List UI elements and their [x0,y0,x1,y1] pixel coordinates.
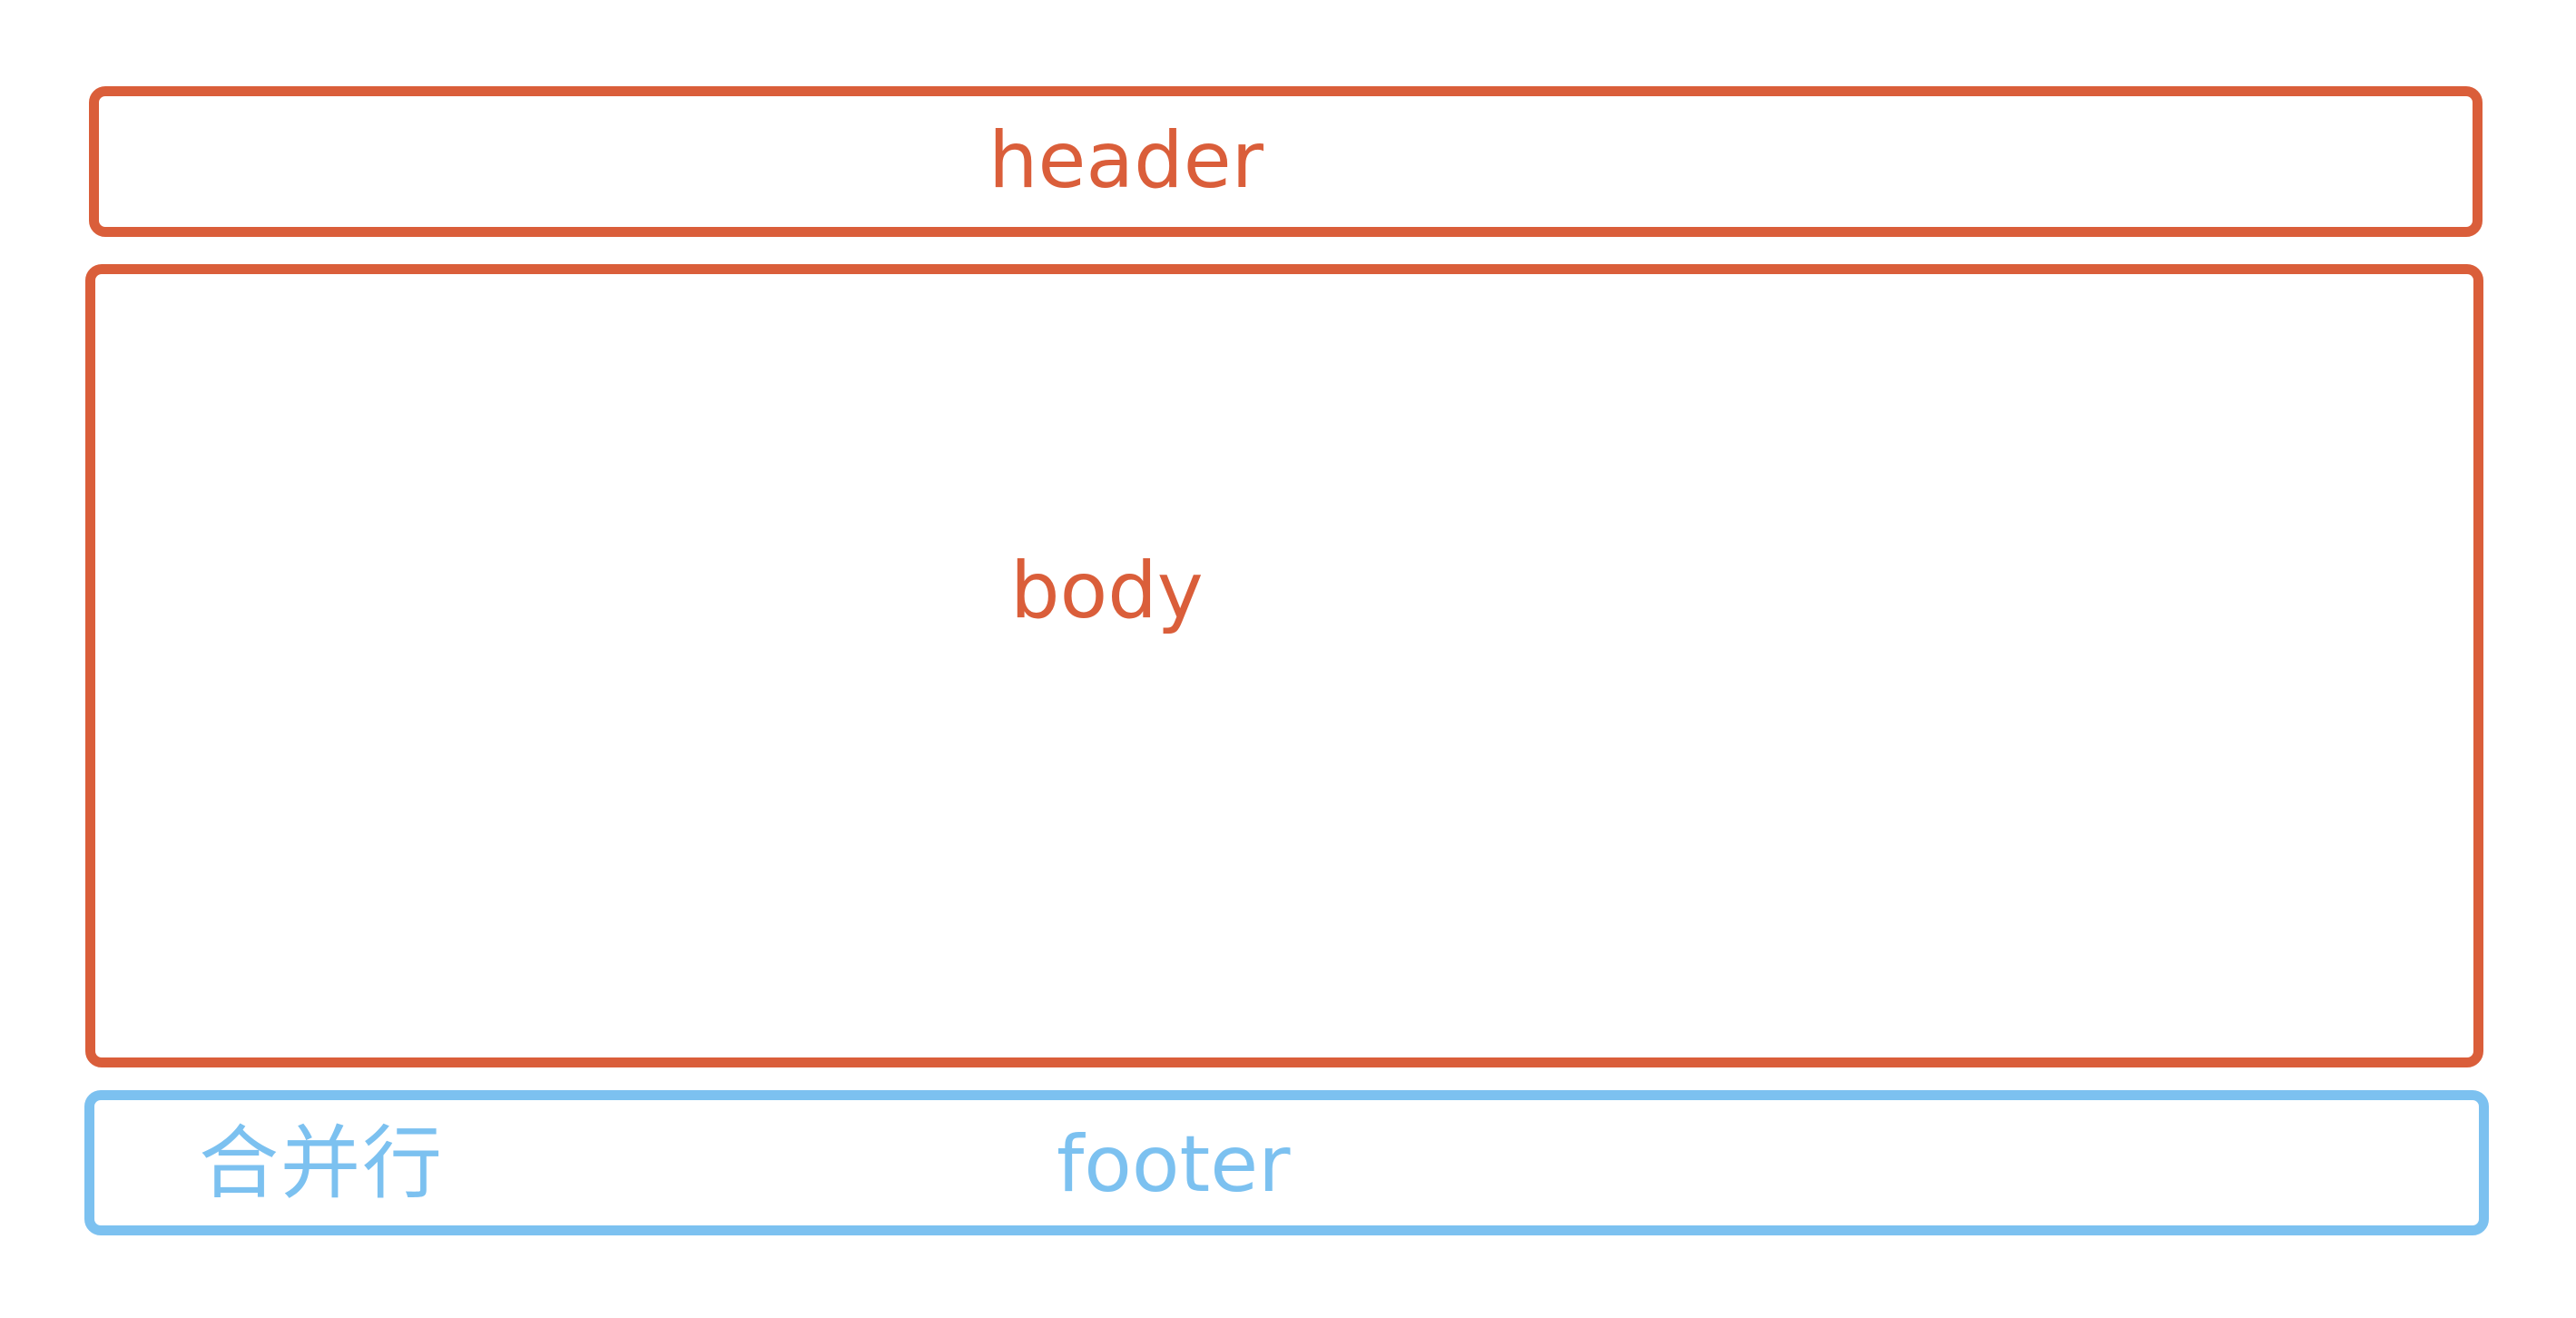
merge-row-label: 合并行 [199,1116,445,1210]
body-label: body [1010,546,1204,636]
header-region: header [89,86,2483,237]
footer-region: 合并行 footer [84,1090,2489,1235]
header-label: header [988,115,1263,206]
body-region: body [85,264,2483,1067]
footer-label: footer [1057,1119,1291,1210]
